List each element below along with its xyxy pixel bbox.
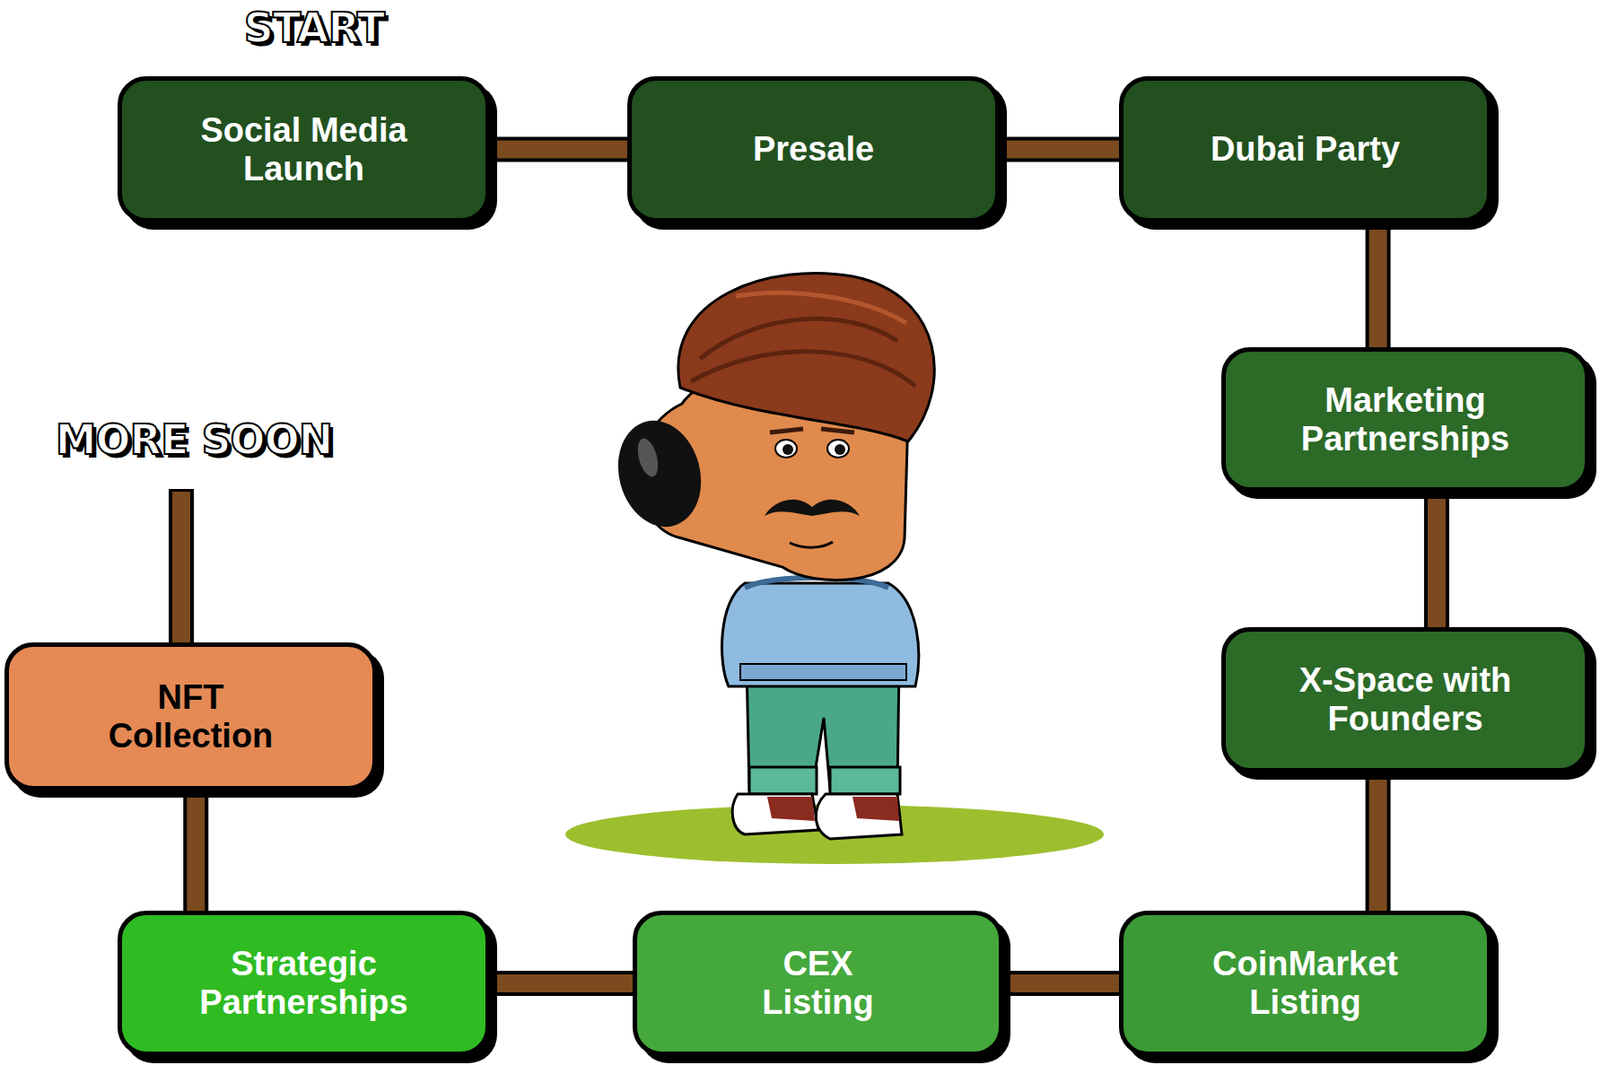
roadmap-marker: MORE SOON: [55, 415, 333, 464]
step-label: CoinMarket Listing: [1193, 944, 1418, 1022]
step-label: NFT Collection: [92, 678, 290, 755]
connector-outline: [489, 970, 633, 997]
roadmap-box: CEX Listing: [632, 910, 1004, 1057]
step-label: CEX Listing: [742, 944, 895, 1022]
connector-outline: [1365, 772, 1391, 911]
step-label: Marketing Partnerships: [1252, 381, 1558, 458]
roadmap-box: NFT Collection: [4, 642, 377, 791]
path-connector: [1436, 491, 1438, 628]
connector-fill: [999, 140, 1120, 159]
roadmap-box: Marketing Partnerships: [1221, 347, 1590, 492]
connector-fill: [1427, 491, 1446, 628]
mascot: [565, 272, 1104, 865]
connector-stub: [168, 489, 194, 643]
step-label: Presale: [752, 130, 875, 169]
path-connector: [489, 983, 633, 985]
path-connector: [1377, 222, 1379, 348]
connector-outline: [1003, 970, 1120, 997]
path-connector: [489, 148, 628, 150]
connector-stub: [172, 491, 191, 643]
roadmap-marker: START: [244, 3, 385, 53]
connector-fill: [186, 790, 205, 911]
connector-outline: [183, 790, 209, 911]
roadmap-box: CoinMarket Listing: [1119, 910, 1492, 1057]
path-connector: [195, 790, 197, 911]
step-label: Dubai Party: [1210, 130, 1400, 169]
connector-outline: [1365, 222, 1391, 348]
roadmap-box: Strategic Partnerships: [117, 910, 490, 1057]
connector-fill: [489, 140, 628, 159]
connector-fill: [489, 974, 633, 993]
step-label: Social Media Launch: [174, 111, 435, 188]
path-connector: [999, 148, 1120, 150]
step-label: Strategic Partnerships: [174, 944, 435, 1022]
step-label: X-Space with Founders: [1257, 661, 1554, 738]
connector-outline: [489, 137, 628, 163]
connector-fill: [1003, 974, 1120, 993]
roadmap-box: Social Media Launch: [117, 76, 490, 223]
roadmap-box: X-Space with Founders: [1221, 627, 1590, 773]
connector-outline: [1424, 491, 1450, 628]
connector-outline: [999, 137, 1120, 163]
connector-fill: [1369, 772, 1388, 911]
roadmap-box: Dubai Party: [1119, 76, 1492, 223]
connector-fill: [1369, 222, 1388, 348]
path-connector: [1377, 772, 1379, 911]
roadmap-box: Presale: [627, 76, 1000, 223]
path-connector: [1003, 983, 1120, 985]
